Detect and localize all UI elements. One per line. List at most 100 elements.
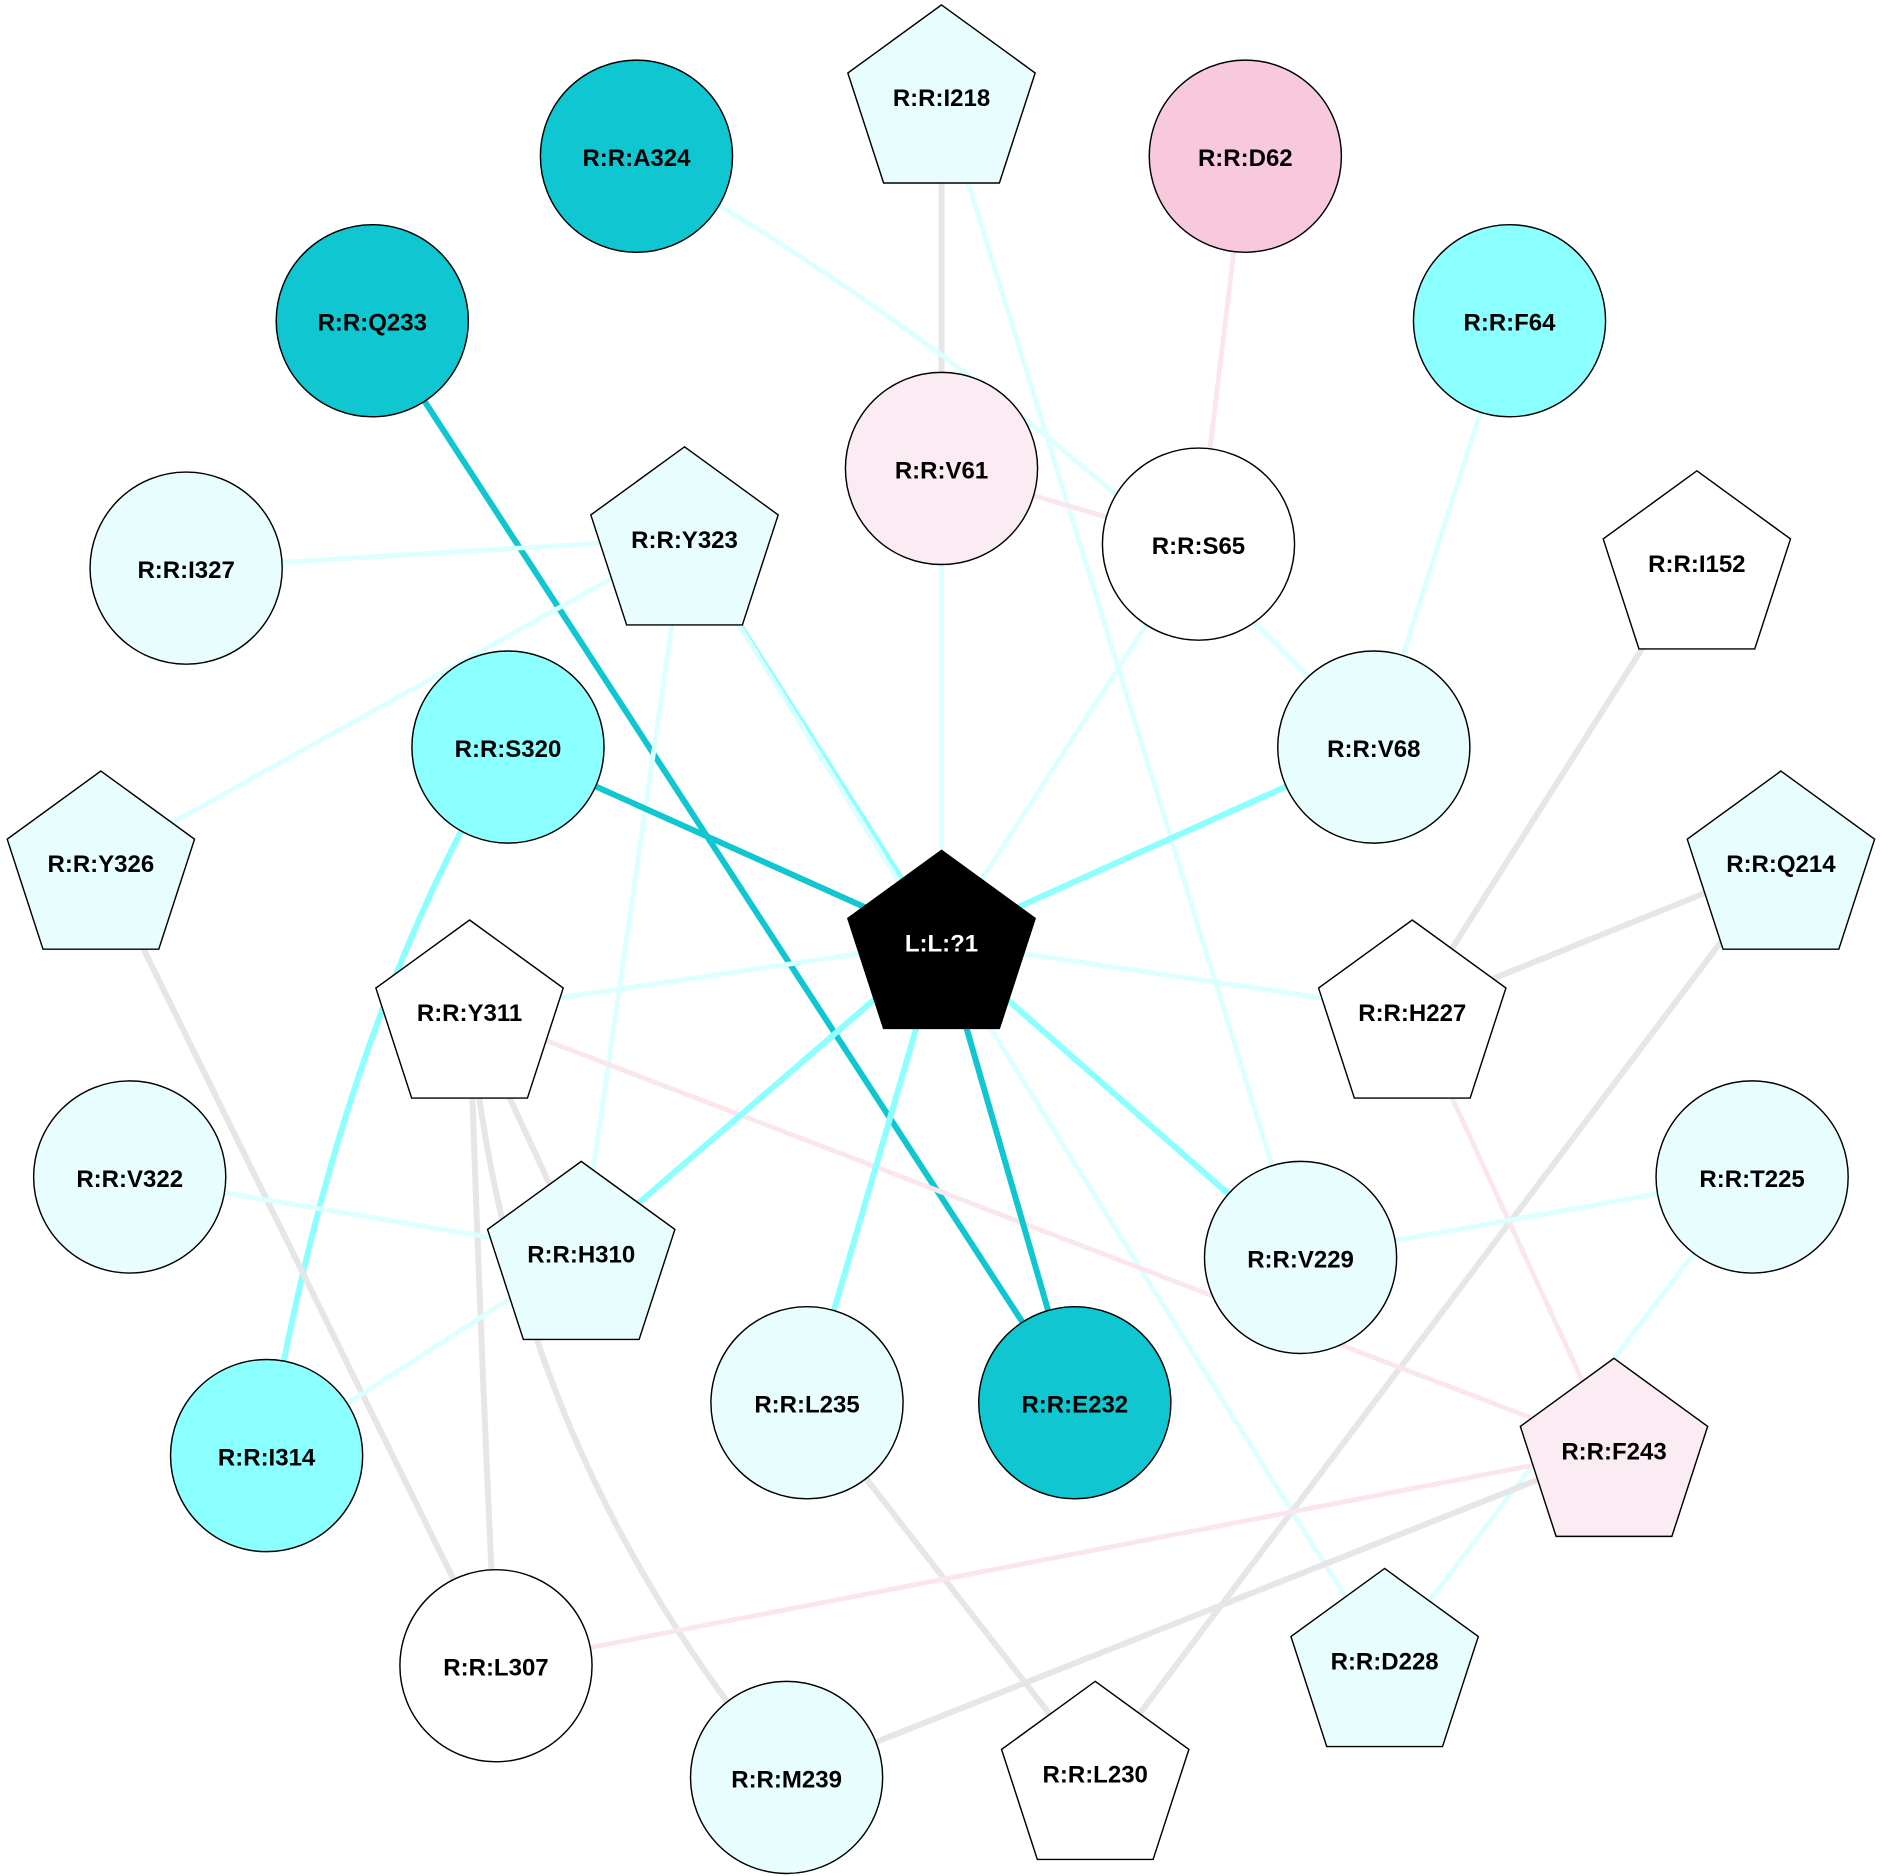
- node-y326[interactable]: R:R:Y326: [6, 770, 196, 950]
- node-label: R:R:V68: [1327, 736, 1420, 763]
- circle-shape: [89, 471, 283, 665]
- edge-i218-v229: [939, 95, 1303, 1259]
- circle-shape: [844, 371, 1039, 566]
- edge-a324-v68: [635, 154, 1376, 749]
- pentagon-shape: [846, 4, 1037, 184]
- node-label: R:R:Y323: [631, 527, 738, 554]
- node-i218[interactable]: R:R:I218: [846, 4, 1037, 184]
- circle-shape: [32, 1080, 227, 1274]
- node-label: L:L:?1: [905, 931, 978, 958]
- circle-shape: [1412, 223, 1607, 418]
- node-v229[interactable]: R:R:V229: [1203, 1160, 1398, 1355]
- node-label: R:R:Q233: [318, 310, 427, 337]
- node-i314[interactable]: R:R:I314: [169, 1358, 364, 1553]
- node-label: R:R:V229: [1247, 1246, 1354, 1273]
- pentagon-shape: [1519, 1357, 1709, 1538]
- node-s65[interactable]: R:R:S65: [1101, 447, 1296, 641]
- node-q214[interactable]: R:R:Q214: [1686, 770, 1876, 950]
- circle-shape: [1277, 650, 1471, 844]
- node-i327[interactable]: R:R:I327: [89, 471, 283, 665]
- node-h227[interactable]: R:R:H227: [1317, 919, 1507, 1099]
- node-d62[interactable]: R:R:D62: [1148, 59, 1343, 254]
- circle-shape: [978, 1305, 1172, 1500]
- node-label: R:R:I327: [137, 557, 234, 584]
- edge-f243-m239: [785, 1446, 1616, 1781]
- node-v68[interactable]: R:R:V68: [1277, 650, 1471, 844]
- node-label: R:R:I218: [893, 85, 990, 112]
- node-f243[interactable]: R:R:F243: [1519, 1357, 1709, 1538]
- node-q233[interactable]: R:R:Q233: [275, 223, 470, 418]
- pentagon-shape: [1000, 1680, 1190, 1861]
- edge-y323-h310: [578, 537, 687, 1253]
- circle-shape: [399, 1568, 593, 1763]
- pentagon-shape: [1602, 469, 1792, 650]
- pentagon-shape: [846, 849, 1037, 1030]
- node-l307[interactable]: R:R:L307: [399, 1568, 593, 1763]
- node-label: R:R:A324: [582, 145, 691, 172]
- node-f64[interactable]: R:R:F64: [1412, 223, 1607, 418]
- edge-y323-y326: [99, 536, 686, 865]
- circle-shape: [1655, 1080, 1849, 1274]
- node-label: R:R:Y311: [417, 1000, 522, 1027]
- node-label: R:R:I314: [218, 1444, 316, 1471]
- circle-shape: [539, 59, 734, 254]
- node-e232[interactable]: R:R:E232: [978, 1305, 1172, 1500]
- node-label: R:R:V322: [76, 1166, 183, 1193]
- node-lig[interactable]: L:L:?1: [846, 849, 1037, 1030]
- node-label: R:R:L235: [754, 1392, 859, 1419]
- pentagon-shape: [486, 1160, 676, 1341]
- edge-q214-l230: [1092, 860, 1784, 1775]
- node-a324[interactable]: R:R:A324: [539, 59, 734, 254]
- node-t225[interactable]: R:R:T225: [1655, 1080, 1849, 1274]
- edge-y311-f243: [468, 1009, 1615, 1452]
- circle-shape: [1101, 447, 1296, 641]
- node-v322[interactable]: R:R:V322: [32, 1080, 227, 1274]
- pentagon-shape: [589, 445, 780, 626]
- node-label: R:R:F243: [1561, 1438, 1666, 1465]
- pentagon-shape: [6, 770, 196, 950]
- node-label: R:R:Q214: [1726, 851, 1836, 878]
- node-label: R:R:E232: [1021, 1392, 1128, 1419]
- circle-shape: [1203, 1160, 1398, 1355]
- node-label: R:R:H310: [527, 1242, 635, 1269]
- node-label: R:R:D228: [1331, 1649, 1439, 1676]
- node-y323[interactable]: R:R:Y323: [589, 445, 780, 626]
- pentagon-shape: [1290, 1567, 1480, 1748]
- circle-shape: [275, 223, 470, 418]
- node-s320[interactable]: R:R:S320: [411, 650, 605, 844]
- node-y311[interactable]: R:R:Y311: [375, 919, 565, 1099]
- circle-shape: [689, 1680, 884, 1875]
- node-label: R:R:V61: [895, 457, 988, 484]
- node-i152[interactable]: R:R:I152: [1602, 469, 1792, 650]
- node-label: R:R:M239: [731, 1766, 842, 1793]
- node-l230[interactable]: R:R:L230: [1000, 1680, 1190, 1861]
- node-label: R:R:S320: [455, 736, 562, 763]
- node-label: R:R:L307: [443, 1655, 548, 1682]
- node-v61[interactable]: R:R:V61: [844, 371, 1039, 566]
- node-label: R:R:S65: [1152, 533, 1245, 560]
- circle-shape: [411, 650, 605, 844]
- edge-q233-e232: [369, 319, 1078, 1405]
- node-label: R:R:T225: [1699, 1166, 1804, 1193]
- circle-shape: [169, 1358, 364, 1553]
- node-h310[interactable]: R:R:H310: [486, 1160, 676, 1341]
- node-label: R:R:I152: [1648, 551, 1745, 578]
- node-d228[interactable]: R:R:D228: [1290, 1567, 1480, 1748]
- pentagon-shape: [1317, 919, 1507, 1099]
- edge-f243-l307: [495, 1447, 1615, 1669]
- circle-shape: [710, 1305, 904, 1500]
- circle-shape: [1148, 59, 1343, 254]
- edge-y323-d228: [682, 536, 1387, 1662]
- pentagon-shape: [375, 919, 565, 1099]
- node-label: R:R:F64: [1464, 310, 1557, 337]
- edge-y326-l307: [98, 861, 499, 1668]
- node-label: R:R:L230: [1043, 1762, 1148, 1789]
- node-label: R:R:D62: [1198, 145, 1293, 172]
- node-l235[interactable]: R:R:L235: [710, 1305, 904, 1500]
- node-label: R:R:H227: [1358, 1000, 1466, 1027]
- pentagon-shape: [1686, 770, 1876, 950]
- node-m239[interactable]: R:R:M239: [689, 1680, 884, 1875]
- edge-y311-m239: [466, 1011, 789, 1780]
